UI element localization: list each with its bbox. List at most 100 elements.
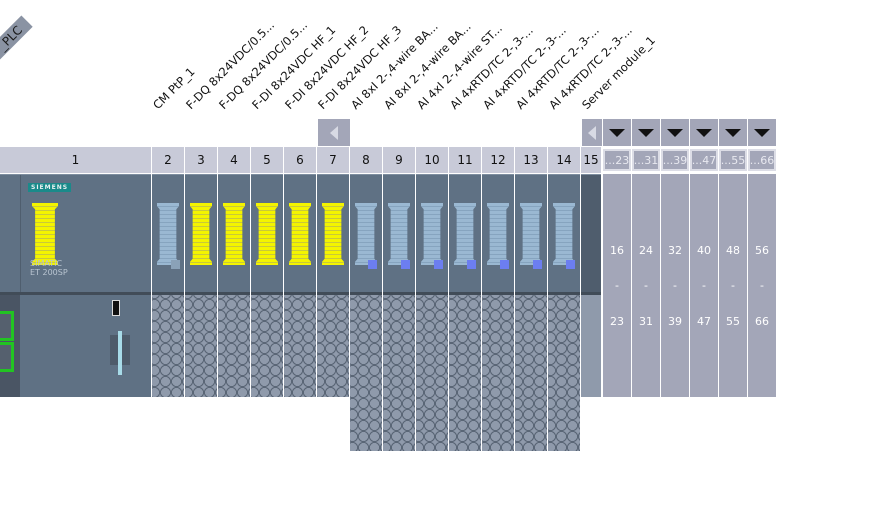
range-end: 23: [610, 315, 624, 328]
slot-header-4[interactable]: 4: [218, 147, 250, 173]
slot-header-7[interactable]: 7: [317, 147, 349, 173]
ethernet-port-2[interactable]: [0, 342, 14, 372]
expand-slot-button[interactable]: [690, 119, 718, 146]
slot-separator: [382, 147, 383, 451]
slot-header-14[interactable]: 14: [548, 147, 580, 173]
terminal-block-2[interactable]: [152, 292, 184, 397]
slot-separator: [349, 147, 350, 397]
mode-switch[interactable]: [112, 300, 120, 316]
plc-name-tag[interactable]: _PLC: [0, 15, 33, 61]
slot-range-column[interactable]: 48-55: [719, 174, 747, 397]
arrow-down-icon: [667, 128, 683, 137]
module-color-code: [467, 260, 476, 269]
terminal-block-3[interactable]: [185, 292, 217, 397]
slot-header-10[interactable]: 10: [416, 147, 448, 173]
slot-range-column[interactable]: 40-47: [690, 174, 718, 397]
module-4[interactable]: [218, 174, 250, 292]
slot-separator: [415, 147, 416, 451]
module-3[interactable]: [185, 174, 217, 292]
range-end: 39: [668, 315, 682, 328]
range-start: 56: [755, 244, 769, 257]
slot-header-5[interactable]: 5: [251, 147, 283, 173]
cpu-status-pillar: [32, 203, 58, 265]
module-14[interactable]: [548, 174, 580, 292]
slot-range-short[interactable]: ...55: [719, 149, 747, 171]
slot-separator: [184, 147, 185, 397]
terminal-block-9[interactable]: [383, 292, 415, 451]
slot-separator: [601, 147, 602, 397]
terminal-block-5[interactable]: [251, 292, 283, 397]
slot-range-column[interactable]: 32-39: [661, 174, 689, 397]
slot-range-column[interactable]: 16-23: [603, 174, 631, 397]
slot-range-short[interactable]: ...23: [603, 149, 631, 171]
slot-header-3[interactable]: 3: [185, 147, 217, 173]
slot-header-13[interactable]: 13: [515, 147, 547, 173]
slot-separator: [514, 147, 515, 451]
slot-header-11[interactable]: 11: [449, 147, 481, 173]
slot-range-column[interactable]: 24-31: [632, 174, 660, 397]
terminal-block-14[interactable]: [548, 292, 580, 451]
terminal-block-6[interactable]: [284, 292, 316, 397]
terminal-block-10[interactable]: [416, 292, 448, 451]
expand-slot-button[interactable]: [661, 119, 689, 146]
collapse-left-button[interactable]: [582, 119, 602, 146]
terminal-block-15[interactable]: [581, 292, 601, 397]
scroll-left-button[interactable]: [318, 119, 350, 146]
arrow-down-icon: [609, 128, 625, 137]
module-color-code: [401, 260, 410, 269]
module-15[interactable]: [581, 174, 601, 292]
terminal-block-12[interactable]: [482, 292, 514, 451]
expand-slot-button[interactable]: [603, 119, 631, 146]
module-9[interactable]: [383, 174, 415, 292]
ethernet-port-1[interactable]: [0, 311, 14, 341]
slot-range-short[interactable]: ...66: [748, 149, 776, 171]
slot-separator: [481, 147, 482, 451]
arrow-left-icon: [588, 125, 596, 140]
range-dash: -: [702, 279, 706, 292]
terminal-block-7[interactable]: [317, 292, 349, 397]
expand-slot-button[interactable]: [748, 119, 776, 146]
module-7[interactable]: [317, 174, 349, 292]
terminal-block-13[interactable]: [515, 292, 547, 451]
slot-range-short[interactable]: ...39: [661, 149, 689, 171]
module-color-code: [368, 260, 377, 269]
slot-header-2[interactable]: 2: [152, 147, 184, 173]
module-10[interactable]: [416, 174, 448, 292]
status-pillar: [157, 203, 179, 265]
slot-separator: [547, 147, 548, 451]
slot-header-1[interactable]: 1: [0, 147, 151, 173]
status-pillar: [421, 203, 443, 265]
expand-slot-button[interactable]: [632, 119, 660, 146]
arrow-down-icon: [754, 128, 770, 137]
slot-header-6[interactable]: 6: [284, 147, 316, 173]
slot-range-short[interactable]: ...47: [690, 149, 718, 171]
status-pillar: [553, 203, 575, 265]
slot-header-9[interactable]: 9: [383, 147, 415, 173]
status-pillar: [256, 203, 278, 265]
expand-slot-button[interactable]: [719, 119, 747, 146]
cpu-lower[interactable]: [0, 292, 151, 397]
module-11[interactable]: [449, 174, 481, 292]
module-13[interactable]: [515, 174, 547, 292]
slot-header-15[interactable]: 15: [581, 147, 601, 173]
slot-header-12[interactable]: 12: [482, 147, 514, 173]
terminal-block-11[interactable]: [449, 292, 481, 451]
slot-range-short[interactable]: ...31: [632, 149, 660, 171]
module-color-code: [533, 260, 542, 269]
slot-separator: [448, 147, 449, 451]
module-2[interactable]: [152, 174, 184, 292]
slot-header-8[interactable]: 8: [350, 147, 382, 173]
terminal-block-4[interactable]: [218, 292, 250, 397]
slot-range-column[interactable]: 56-66: [748, 174, 776, 397]
slot-separator: [250, 147, 251, 397]
module-6[interactable]: [284, 174, 316, 292]
terminal-block-8[interactable]: [350, 292, 382, 451]
status-pillar: [388, 203, 410, 265]
status-pillar: [190, 203, 212, 265]
module-12[interactable]: [482, 174, 514, 292]
module-8[interactable]: [350, 174, 382, 292]
status-pillar: [454, 203, 476, 265]
module-5[interactable]: [251, 174, 283, 292]
range-end: 55: [726, 315, 740, 328]
